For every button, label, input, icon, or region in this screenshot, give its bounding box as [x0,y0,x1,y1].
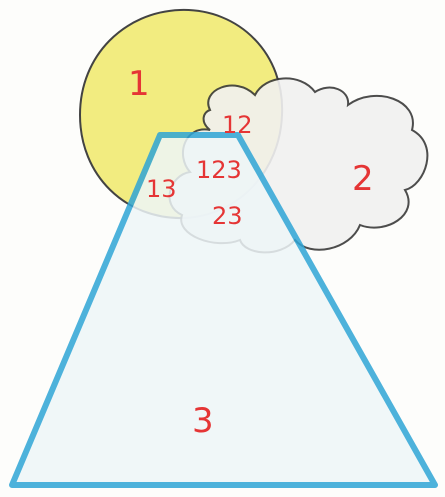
label-region-13: 13 [146,175,177,203]
label-region-2: 2 [352,159,374,199]
label-region-3: 3 [192,401,214,441]
label-region-12: 12 [222,111,253,139]
label-region-23: 23 [212,202,243,230]
label-region-1: 1 [128,64,150,104]
label-region-123: 123 [196,156,242,184]
